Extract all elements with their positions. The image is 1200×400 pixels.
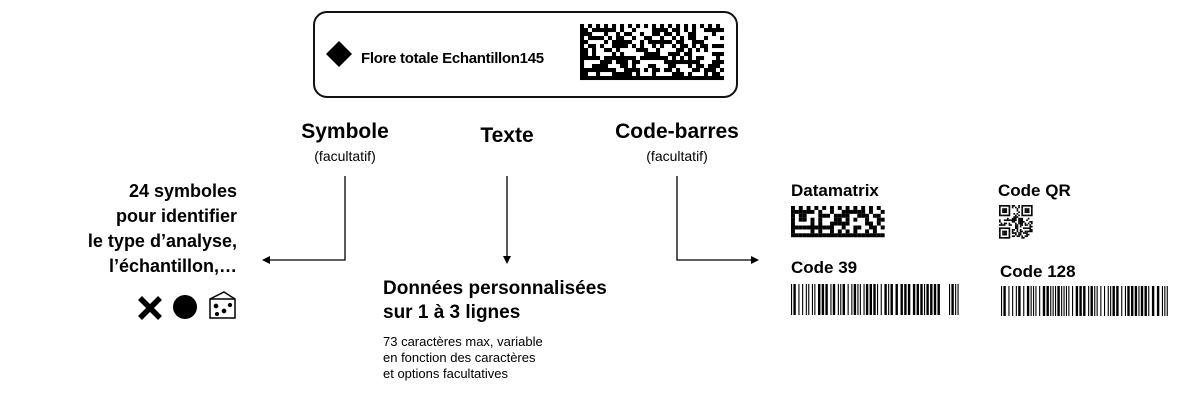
arrow-barcode: [676, 176, 753, 261]
qr-title: Code QR: [998, 181, 1071, 200]
symbol-note: (facultatif): [314, 148, 376, 164]
label-text: Flore totale Echantillon145: [361, 50, 544, 67]
cheese-icon: [209, 291, 236, 319]
arrowhead-barcode: [751, 256, 759, 264]
arrowhead-symbol: [262, 256, 270, 264]
symbol-title: Symbole: [301, 120, 389, 143]
code128-title: Code 128: [1000, 262, 1076, 281]
diamond-icon: [326, 41, 352, 67]
text-description: Données personnalisées sur 1 à 3 lignes: [383, 278, 607, 323]
label-card: [313, 11, 738, 98]
qr-sample: [999, 205, 1033, 239]
barcode-title: Code-barres: [615, 120, 739, 143]
arrow-symbol: [268, 176, 346, 261]
circle-icon: [173, 295, 197, 319]
label-datamatrix: [580, 24, 725, 81]
barcode-note: (facultatif): [646, 148, 708, 164]
code39-title: Code 39: [791, 258, 858, 277]
datamatrix-sample: [791, 206, 885, 238]
symbol-description: 24 symboles pour identifier le type d’an…: [87, 181, 237, 276]
datamatrix-title: Datamatrix: [791, 181, 879, 200]
cross-icon: [138, 296, 162, 320]
code128-sample: [1001, 286, 1168, 316]
arrowhead-text: [503, 256, 511, 264]
text-title: Texte: [480, 124, 534, 147]
code39-sample: [791, 284, 959, 315]
text-note: 73 caractères max, variable en fonction …: [383, 334, 543, 381]
